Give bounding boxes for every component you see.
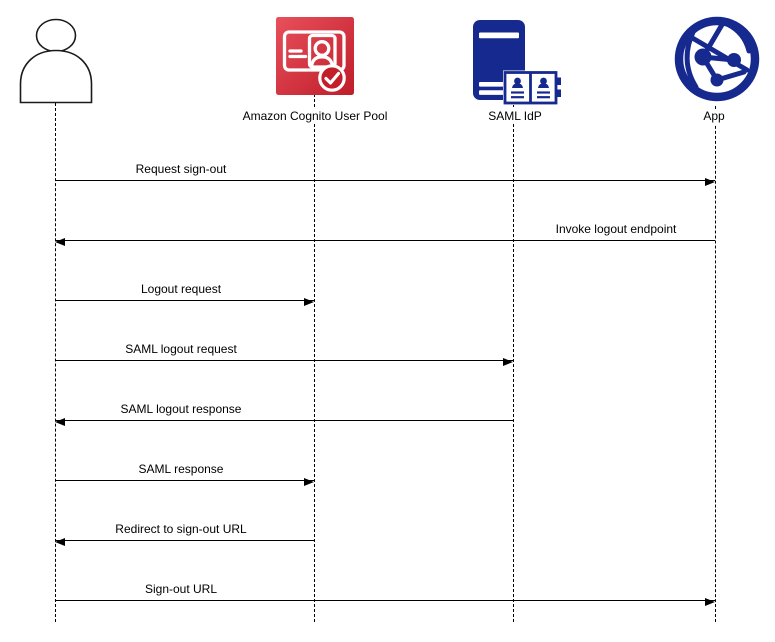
- saml-idp-server-directory-icon: [473, 20, 561, 105]
- person-icon: [19, 18, 93, 104]
- lifeline-app: [715, 106, 716, 622]
- message-arrow: [55, 597, 715, 606]
- arrowhead-icon: [304, 297, 314, 306]
- arrowhead-icon: [55, 537, 65, 546]
- message-arrow: [55, 297, 314, 306]
- message-label: SAML logout request: [122, 342, 240, 356]
- arrowhead-icon: [705, 177, 715, 186]
- arrowhead-icon: [55, 237, 65, 246]
- message-arrow: [55, 357, 513, 366]
- message-arrow: [55, 477, 314, 486]
- message-arrow: [55, 237, 715, 246]
- actor-label-saml-idp: SAML IdP: [486, 109, 544, 124]
- actor-label-app: App: [701, 109, 727, 124]
- message-label: Redirect to sign-out URL: [112, 522, 250, 536]
- arrowhead-icon: [705, 597, 715, 606]
- message-label: Invoke logout endpoint: [552, 222, 680, 236]
- app-globe-icon: [674, 16, 760, 102]
- actor-label-cognito: Amazon Cognito User Pool: [240, 109, 390, 124]
- message-label: Sign-out URL: [141, 582, 221, 596]
- lifeline-user: [55, 103, 56, 622]
- arrowhead-icon: [503, 357, 513, 366]
- lifeline-cognito: [314, 94, 315, 622]
- message-label: SAML logout response: [117, 402, 245, 416]
- message-arrow: [55, 537, 314, 546]
- cognito-user-pool-icon: [276, 17, 354, 95]
- arrowhead-icon: [55, 417, 65, 426]
- message-label: Request sign-out: [132, 162, 230, 176]
- message-arrow: [55, 417, 513, 426]
- lifeline-saml-idp: [513, 104, 514, 622]
- message-arrow: [55, 177, 715, 186]
- arrowhead-icon: [304, 477, 314, 486]
- message-label: Logout request: [137, 282, 225, 296]
- message-label: SAML response: [135, 462, 227, 476]
